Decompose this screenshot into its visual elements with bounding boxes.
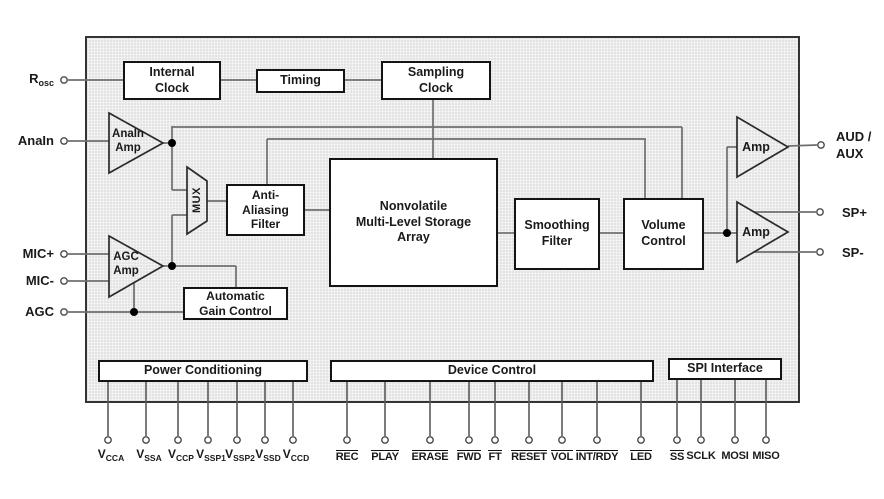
pin-label-vol: VOL <box>534 450 590 464</box>
vssp1-sub: SSP1 <box>204 453 226 463</box>
anain-amp-label: AnaIn Amp <box>112 128 144 154</box>
vccd-sub: CCD <box>290 453 310 463</box>
vssp2-sub: SSP2 <box>233 453 255 463</box>
pin-label-vssp1: VSSP1 <box>189 447 233 463</box>
int-rdy-text: INT/RDY <box>575 450 619 463</box>
agc-amp-label: AGC Amp <box>113 251 139 277</box>
mux-label: MUX <box>191 187 203 213</box>
pin-label-mic-minus: MIC- <box>25 273 54 288</box>
pin-label-fwd: FWD <box>441 450 497 464</box>
agc-amp-triangle <box>108 234 165 299</box>
pin-label-mosi: MOSI <box>713 450 757 462</box>
vcca-sub: CCA <box>105 453 125 463</box>
pin-label-vccd: VCCD <box>274 447 318 463</box>
aud-amp-label: Amp <box>742 140 770 154</box>
play-text: PLAY <box>371 450 399 463</box>
pin-label-rec: REC <box>319 450 375 464</box>
pin-label-sp-plus: SP+ <box>842 205 867 220</box>
pin-label-reset: RESET <box>501 450 557 464</box>
pin-label-int-rdy: INT/RDY <box>569 450 625 464</box>
erase-text: ERASE <box>411 450 449 463</box>
vol-text: VOL <box>550 450 573 463</box>
pin-label-anain: AnaIn <box>17 133 54 148</box>
miso-text: MISO <box>752 450 780 462</box>
pin-circles-group <box>60 76 825 444</box>
mux-shape <box>186 165 208 236</box>
pin-label-aud-aux: AUD / AUX <box>836 129 872 161</box>
fwd-text: FWD <box>456 450 482 463</box>
rec-text: REC <box>335 450 359 463</box>
shapes-group <box>108 111 790 299</box>
ft-text: FT <box>488 450 502 463</box>
pin-label-ft: FT <box>467 450 523 464</box>
vssd-base: V <box>255 447 264 461</box>
pin-label-sp-minus: SP- <box>842 245 864 260</box>
pin-label-vssp2: VSSP2 <box>218 447 262 463</box>
pin-label-vcca: VCCA <box>89 447 133 463</box>
sp-amp-label: Amp <box>742 225 770 239</box>
pin-stubs-group <box>107 380 767 436</box>
spi-interface-block: SPI Interface <box>668 358 782 380</box>
rosc-base: R <box>29 71 39 86</box>
sp-amp-triangle <box>736 200 790 264</box>
pin-label-vssd: VSSD <box>246 447 290 463</box>
anain-amp-triangle <box>108 111 165 175</box>
pin-label-vssa: VSSA <box>127 447 171 463</box>
timing-block: Timing <box>256 69 345 93</box>
sampling-clock-block: Sampling Clock <box>381 61 491 100</box>
device-control-block: Device Control <box>330 360 654 382</box>
vssp1-base: V <box>196 447 205 461</box>
sclk-text: SCLK <box>686 450 716 462</box>
vssa-base: V <box>136 447 145 461</box>
volume-control-block: Volume Control <box>623 198 704 270</box>
pin-label-play: PLAY <box>357 450 413 464</box>
pin-label-erase: ERASE <box>402 450 458 464</box>
pin-label-ss: SS <box>655 450 699 464</box>
anti-aliasing-filter-block: Anti- Aliasing Filter <box>226 184 305 236</box>
vcca-base: V <box>97 447 106 461</box>
pin-label-rosc: Rosc <box>8 71 54 90</box>
pin-label-mic-plus: MIC+ <box>22 246 54 261</box>
vccd-base: V <box>282 447 291 461</box>
pin-label-sclk: SCLK <box>679 450 723 462</box>
junction-dots-group <box>130 139 731 316</box>
vccp-base: V <box>168 447 177 461</box>
pin-label-agc: AGC <box>25 304 54 319</box>
smoothing-filter-block: Smoothing Filter <box>514 198 600 270</box>
led-text: LED <box>630 450 652 463</box>
vccp-sub: CCP <box>176 453 194 463</box>
vssa-sub: SSA <box>144 453 162 463</box>
pin-label-led: LED <box>613 450 669 464</box>
ss-text: SS <box>669 450 685 463</box>
mosi-text: MOSI <box>721 450 749 462</box>
pin-label-vccp: VCCP <box>159 447 203 463</box>
vssd-sub: SSD <box>263 453 281 463</box>
rosc-sub: osc <box>38 78 54 88</box>
aud-amp-triangle <box>736 115 790 179</box>
reset-text: RESET <box>511 450 547 463</box>
internal-clock-block: Internal Clock <box>123 61 221 100</box>
pin-label-miso: MISO <box>744 450 788 462</box>
storage-array-block: Nonvolatile Multi-Level Storage Array <box>329 158 498 287</box>
automatic-gain-control-block: Automatic Gain Control <box>183 287 288 320</box>
power-conditioning-block: Power Conditioning <box>98 360 308 382</box>
vssp2-base: V <box>225 447 234 461</box>
